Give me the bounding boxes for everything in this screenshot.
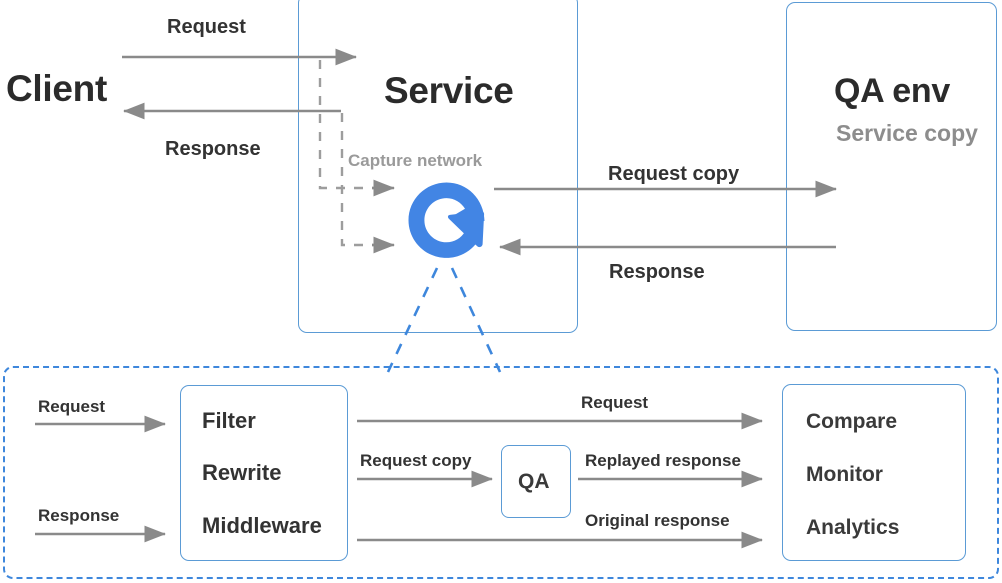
edge-label-qa-response: Response (609, 261, 705, 283)
processor-box (180, 385, 348, 561)
processor-item-rewrite: Rewrite (202, 460, 282, 485)
edge-label-request: Request (167, 16, 246, 38)
client-label: Client (6, 68, 107, 109)
qa-env-label: QA env (834, 72, 950, 110)
panel-label-request-copy: Request copy (360, 451, 472, 470)
panel-label-request-in: Request (38, 397, 106, 416)
service-label: Service (384, 70, 514, 111)
output-item-compare: Compare (806, 410, 898, 433)
edge-label-request-copy: Request copy (608, 163, 740, 185)
qa-env-sublabel: Service copy (836, 120, 978, 146)
output-box (782, 384, 966, 561)
qa-small-box-label: QA (518, 470, 550, 493)
qa-env-box (786, 2, 997, 331)
panel-label-original-response: Original response (585, 511, 730, 530)
processor-item-middleware: Middleware (202, 513, 322, 538)
processor-item-filter: Filter (202, 408, 256, 433)
output-item-analytics: Analytics (806, 516, 900, 539)
panel-label-response-in: Response (38, 506, 120, 525)
capture-network-label: Capture network (348, 151, 483, 170)
edge-label-response: Response (165, 138, 261, 160)
panel-label-request-out: Request (581, 393, 649, 412)
panel-label-replayed-response: Replayed response (585, 451, 741, 470)
qa-small-box (501, 445, 571, 518)
output-item-monitor: Monitor (806, 463, 883, 486)
